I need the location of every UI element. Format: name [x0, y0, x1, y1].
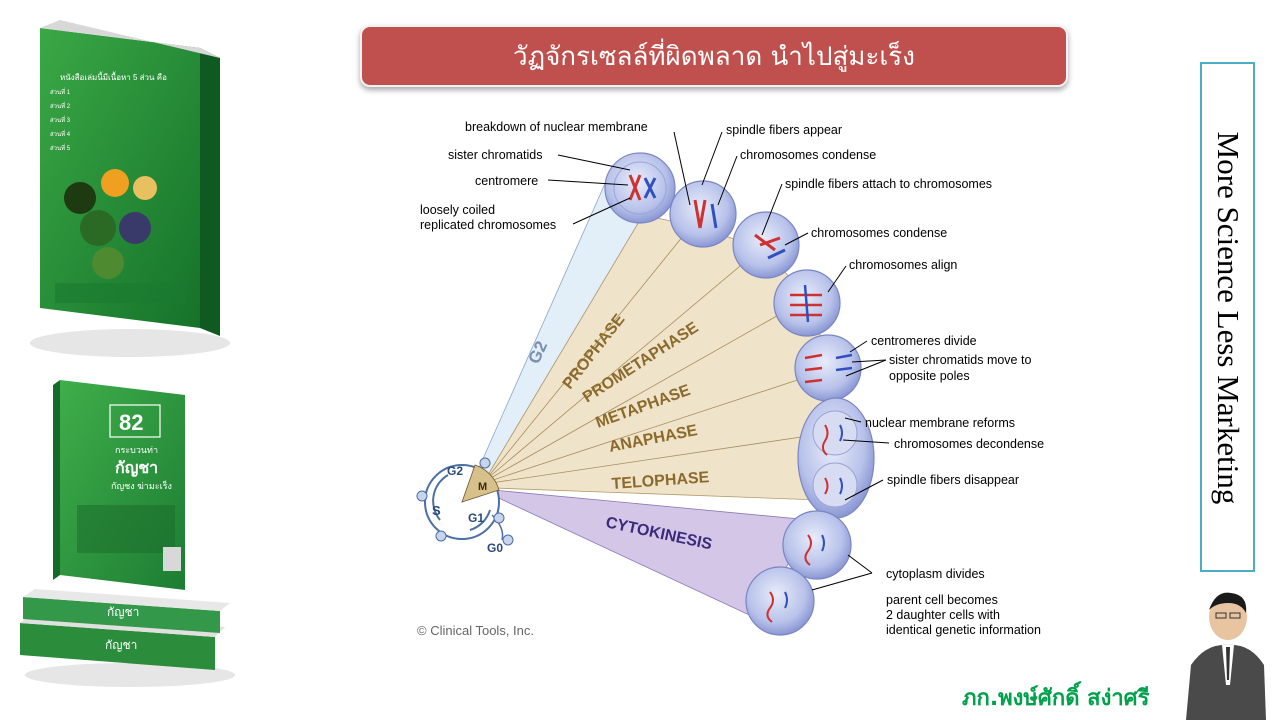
slide-title: วัฏจักรเซลล์ที่ผิดพลาด นำไปสู่มะเร็ง — [360, 25, 1068, 87]
label-spindle-attach: spindle fibers attach to chromosomes — [785, 177, 992, 191]
label-loosely-1: loosely coiled — [420, 203, 495, 217]
book-spine-2: กัญชา — [105, 638, 137, 652]
label-cytoplasm-divides: cytoplasm divides — [886, 567, 985, 581]
label-breakdown: breakdown of nuclear membrane — [465, 120, 648, 134]
presenter-photo — [1186, 592, 1266, 720]
daughter-cell-2 — [745, 566, 815, 636]
cell-prophase — [669, 180, 737, 248]
cycle-label-g0: G0 — [487, 541, 503, 555]
label-parent-3: identical genetic information — [886, 623, 1041, 637]
label-sister-move-2: opposite poles — [889, 369, 970, 383]
label-condense-1: chromosomes condense — [740, 148, 876, 162]
book-top-line-2: ส่วนที่ 2 — [50, 102, 71, 110]
cell-cycle-wheel: G2 M S G1 G0 — [416, 457, 514, 555]
copyright: © Clinical Tools, Inc. — [417, 623, 534, 638]
side-text-box — [1200, 62, 1255, 572]
book-top-heading: หนังสือเล่มนี้มีเนื้อหา 5 ส่วน คือ — [60, 71, 167, 82]
label-parent-1: parent cell becomes — [886, 593, 998, 607]
book-cover-top: หนังสือเล่มนี้มีเนื้อหา 5 ส่วน คือ ส่วนท… — [30, 20, 230, 357]
label-decondense: chromosomes decondense — [894, 437, 1044, 451]
cell-prometaphase — [732, 211, 800, 279]
book-sub-3: กัญชง ฆ่ามะเร็ง — [111, 479, 172, 491]
book-top-line-5: ส่วนที่ 5 — [50, 144, 71, 152]
label-centromeres-divide: centromeres divide — [871, 334, 977, 348]
label-membrane-reforms: nuclear membrane reforms — [865, 416, 1015, 430]
label-centromere: centromere — [475, 174, 538, 188]
cycle-label-s: S — [432, 503, 441, 518]
cycle-label-g2: G2 — [447, 464, 463, 478]
book-number: 82 — [119, 410, 143, 435]
cell-telophase — [797, 397, 875, 519]
label-loosely-2: replicated chromosomes — [420, 218, 556, 232]
phase-label-telophase: TELOPHASE — [611, 469, 710, 493]
book-top-line-4: ส่วนที่ 4 — [50, 130, 71, 138]
label-parent-2: 2 daughter cells with — [886, 608, 1000, 622]
cycle-label-g1: G1 — [468, 511, 484, 525]
cell-metaphase — [773, 269, 841, 337]
daughter-cell-1 — [782, 510, 852, 580]
book-spine-1: กัญชา — [107, 605, 139, 619]
book-sub-1: กระบวนท่า — [115, 445, 158, 455]
label-sister-chromatids: sister chromatids — [448, 148, 542, 162]
book-top-line-3: ส่วนที่ 3 — [50, 116, 71, 124]
label-spindle-disappear: spindle fibers disappear — [887, 473, 1019, 487]
label-spindle-appear: spindle fibers appear — [726, 123, 842, 137]
book-stack-bottom: กัญชา กัญชา 82 กระบวนท่า กัญชา กัญชง ฆ่า… — [20, 380, 235, 687]
author-name: ภก.พงษ์ศักดิ์ สง่าศรี — [962, 686, 1150, 711]
cell-prophase-early — [604, 152, 676, 224]
label-condense-2: chromosomes condense — [811, 226, 947, 240]
book-top-line-1: ส่วนที่ 1 — [50, 88, 71, 96]
label-align: chromosomes align — [849, 258, 957, 272]
cell-anaphase — [794, 334, 862, 402]
cycle-label-m: M — [478, 481, 487, 493]
book-sub-2: กัญชา — [115, 459, 158, 478]
label-sister-move-1: sister chromatids move to — [889, 353, 1031, 367]
slide-title-text: วัฏจักรเซลล์ที่ผิดพลาด นำไปสู่มะเร็ง — [513, 41, 915, 72]
